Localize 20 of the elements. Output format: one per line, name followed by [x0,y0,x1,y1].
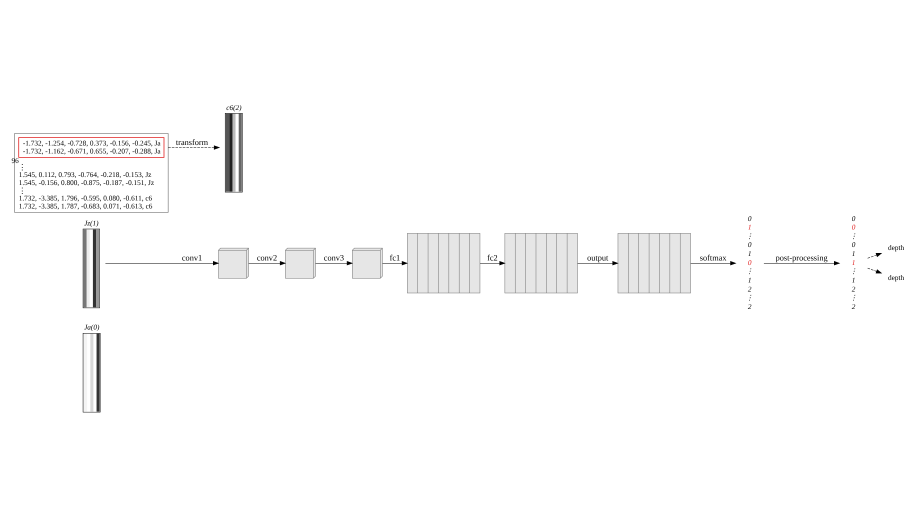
edge-label: conv1 [182,254,202,263]
arrow [315,261,354,266]
arrow [867,268,882,274]
edge-label: conv2 [256,254,278,263]
edge-label: output [587,254,608,263]
arrow [690,261,736,266]
edge-label: transform [176,138,208,147]
arrow [105,261,220,266]
edge-label: conv3 [324,254,344,263]
edge-label: fc2 [487,254,498,263]
arrow [382,261,408,266]
edge-label: softmax [700,254,727,263]
edge-label: post-processing [776,254,828,263]
arrow [168,145,220,150]
arrow [577,261,619,266]
arrow [764,261,840,266]
arrow [248,261,286,266]
arrow [480,261,506,266]
edge-label: fc1 [390,254,400,263]
arrow [867,252,882,259]
